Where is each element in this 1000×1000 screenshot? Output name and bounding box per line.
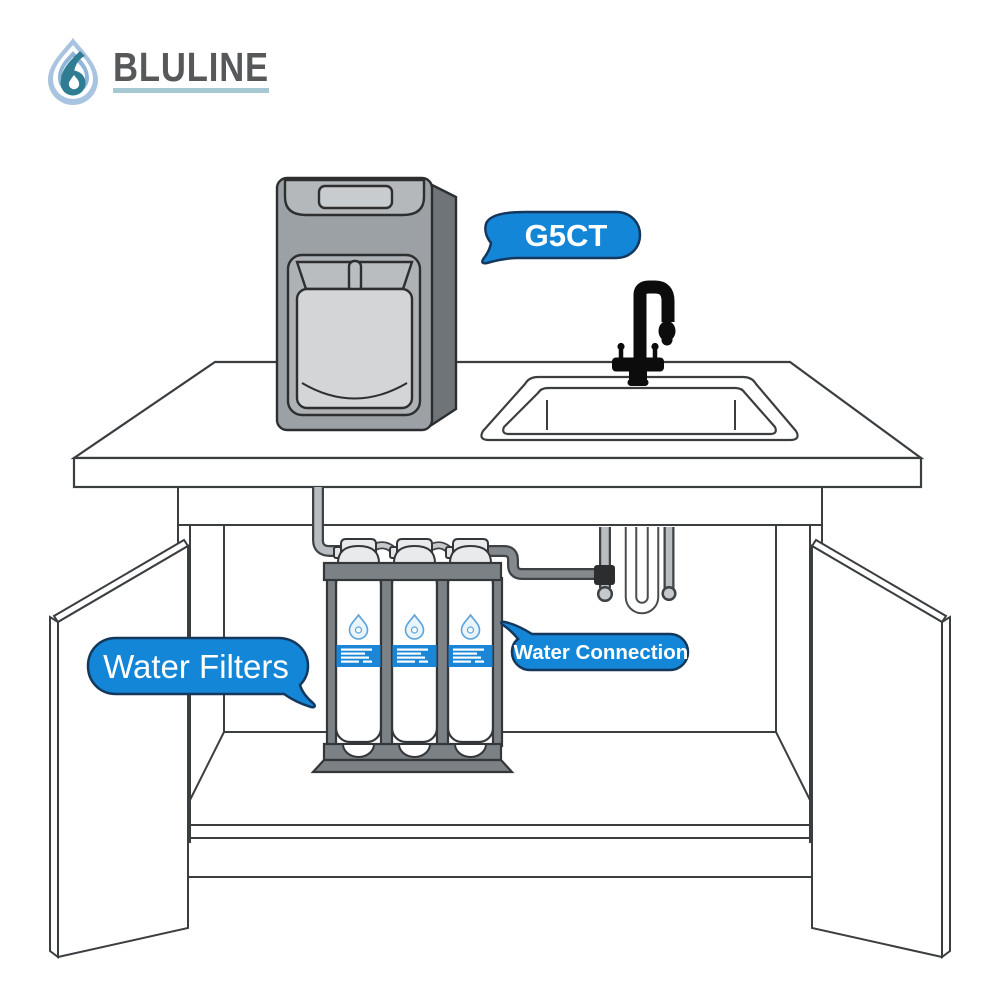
water-connection-label: Water Connection	[514, 641, 689, 664]
dispenser-side-panel	[428, 182, 458, 429]
dispenser-display	[317, 184, 394, 210]
kitchen-sink	[480, 375, 799, 442]
brand-name: BLULINE	[113, 44, 269, 90]
countertop-water-dispenser	[275, 176, 458, 432]
speech-bubble-water-connection: Water Connection	[500, 620, 690, 672]
cabinet-door-right	[810, 538, 951, 959]
g5ct-label: G5CT	[525, 218, 608, 253]
callouts: G5CT Water Filters Water Connection	[86, 210, 690, 709]
filter-cap	[389, 538, 436, 564]
sink-basin	[502, 386, 777, 436]
filter-cap	[333, 538, 380, 564]
dispense-cavity	[295, 287, 414, 410]
three-stage-water-filter	[310, 538, 515, 774]
water-drop-icon	[48, 38, 98, 105]
speech-bubble-g5ct: G5CT	[481, 210, 642, 265]
filter-label-band	[336, 645, 381, 667]
faucet-icon	[612, 280, 676, 386]
filter-cap	[445, 538, 492, 564]
speech-bubble-water-filters: Water Filters	[86, 636, 316, 709]
counter-top-surface	[70, 360, 925, 460]
counter-front-edge	[72, 456, 923, 489]
tube-end-ring	[596, 585, 614, 603]
brand-logo: BLULINE	[48, 38, 269, 105]
dispense-nozzle	[347, 259, 363, 294]
shutoff-valve-icon	[594, 565, 615, 585]
cabinet-door-left	[49, 538, 190, 959]
filter-label-band	[448, 645, 493, 667]
tube-end-ring	[661, 585, 677, 602]
filter-label-band	[392, 645, 437, 667]
brand-underline	[113, 88, 269, 93]
drip-basin	[301, 382, 408, 400]
water-filters-label: Water Filters	[103, 648, 289, 685]
